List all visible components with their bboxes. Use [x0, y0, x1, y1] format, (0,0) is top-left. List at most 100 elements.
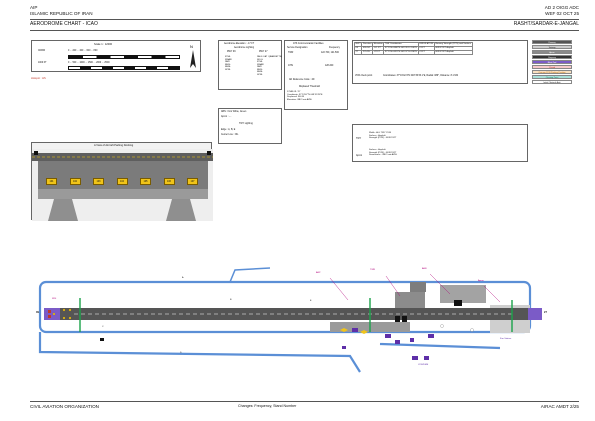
light-item: PAPI — [225, 61, 230, 64]
legend-label: Taxiway — [548, 47, 556, 49]
ats-service: ATIS — [288, 65, 293, 67]
apron-line: Surface : Asphalt — [369, 149, 386, 151]
rwy09-label: 09 — [36, 311, 39, 314]
table-cell: 37°19'44.891"N 049°37'16.336"E — [383, 50, 419, 56]
table-cell: +9 FT — [417, 50, 435, 56]
legend-item: Initial Obstacle Anti — [532, 80, 572, 85]
scale-top: 0 ... 200 ... 400 ... 600 ... 800 — [68, 50, 98, 52]
threshold-line: DTHR 09 / 27 — [287, 91, 301, 93]
footer-amendment: AIRAC AMDT 2/25 — [540, 404, 579, 409]
ats-col1: Service Designation — [287, 47, 308, 49]
threshold-line: Displaced: 300 M — [287, 96, 304, 99]
apron-info: Surface : Asphalt Strength (PCN) : 60/F/… — [369, 149, 397, 157]
apron-text: Apron : - - — [221, 116, 232, 118]
scale-metres-label: CDRW — [38, 50, 46, 52]
legend-label: Blast Pad — [547, 62, 557, 64]
twy-line: Width : ALL TWY 23 M — [369, 132, 391, 134]
ref-code: AD Reference Code : 4D — [289, 79, 315, 81]
callout-vor: VOR/DME — [418, 364, 429, 366]
stand-marker: 106 — [163, 178, 175, 185]
chart-title: AERODROME CHART - ICAO — [30, 21, 98, 27]
apron-view-drawing — [32, 149, 213, 221]
stand-marker: 101 — [46, 178, 57, 185]
north-arrow-icon: N — [190, 44, 196, 68]
effective-date: WEF 02 OCT 25 — [545, 11, 579, 16]
twy-label-d: D — [180, 352, 182, 354]
twy-label-c: C — [102, 326, 104, 328]
light-item: REDL — [225, 63, 231, 66]
apron-line: Dimensions : INFO not AVBL — [369, 154, 398, 157]
table-row: 27 270.95° -22 FT 37°19'44.891"N 049°37'… — [353, 50, 473, 56]
callout-fire-station: Fire Station — [500, 338, 512, 340]
light-item: SPNL — [257, 73, 263, 76]
callout-twr: TWR — [370, 269, 375, 271]
stand-marker: 107 — [187, 178, 198, 185]
stand-marker: 103 — [93, 178, 104, 185]
table-cell: 60/F/C/X/T Asphalt — [433, 50, 473, 56]
light-item: WBAR — [225, 58, 232, 61]
legend-item: Overrun PCN Parking Position — [532, 70, 572, 75]
light-item: PALS CAT I (BARRETTE) — [257, 56, 283, 58]
footer-org: CIVIL AVIATION ORGANIZATION — [30, 404, 99, 409]
doc-code: AD 2 OIGG ADC — [544, 5, 579, 10]
lights-09: RTHL WBAR PAPI REDL RENL SPNL — [225, 56, 232, 71]
edge-lighting: Edge : A, B, E — [221, 129, 236, 131]
header-rule — [30, 19, 579, 20]
legend-item: Apron — [532, 50, 572, 55]
threshold-line: Elevation: INFO not AVBL — [287, 98, 313, 101]
ats-service: TWR — [288, 52, 294, 54]
footer-rule — [30, 401, 579, 402]
centre-lighting: Center Line : NIL — [221, 134, 239, 136]
twy-line: Surface : Asphalt — [369, 134, 386, 137]
scale-feet-label: 1000 FT — [38, 62, 47, 64]
table-cell: 270.95° — [361, 50, 374, 56]
ats-freq: 128.200 — [325, 65, 334, 67]
threshold-info: DTHR 09 / 27 Coordinate: 37°19'47"N 049°… — [287, 91, 323, 101]
twy-lighting-title: TWY Lighting — [239, 123, 253, 125]
rwy27-col: RWY 27 — [259, 51, 268, 53]
light-item: RTHL — [225, 56, 231, 58]
legend-item: Closed — [532, 65, 572, 70]
light-item: RENL — [225, 66, 231, 69]
stand-marker: 105 — [140, 178, 151, 185]
light-item: PAPI — [257, 66, 262, 69]
legend-label: Stopway — [548, 57, 556, 59]
abn-box: ABN : FLG White, Green Apron : - - TWY L… — [218, 108, 282, 144]
ats-box: ATS Communication Facilities Service Des… — [284, 40, 348, 110]
aerodrome-map: 09 27 A B C D E ARP TWR ABN Apron VOR/DM… — [30, 260, 576, 390]
callout-arp: ARP — [316, 272, 321, 274]
legend-label: Initial Obstacle Anti — [543, 82, 561, 84]
legend-label: Clearing Point — [545, 77, 559, 79]
apron-view-panel: A View of Aircraft Parking Docking 101 10… — [31, 142, 213, 221]
runway-table: RWY Direction Elevation THR Coordinates … — [352, 40, 528, 84]
light-item: RENL — [257, 71, 263, 74]
state-name: ISLAMIC REPUBLIC OF IRAN — [30, 11, 93, 16]
twy-label-a: A — [182, 277, 184, 279]
light-item: SPNL — [225, 68, 231, 71]
scale-label: Scale 1 : 12000 — [94, 43, 113, 46]
apron-view-title: A View of Aircraft Parking Docking — [94, 144, 134, 147]
legend-item: Stopway — [532, 55, 572, 60]
light-item: WBAR — [257, 63, 264, 66]
lighting-title: Aerodrome Lighting — [234, 47, 255, 49]
footer-changes: Changes: Frequency, Stand Number — [238, 404, 297, 408]
map-drawing — [38, 267, 542, 373]
table-cell: -22 FT — [372, 50, 385, 56]
ats-title: ATS Communication Facilities — [293, 43, 324, 45]
scale-box: Scale 1 : 12000 CDRW 0 ... 200 ... 400 .… — [31, 40, 201, 72]
stand-marker: 102 — [69, 178, 81, 185]
lights-27: PALS CAT I (BARRETTE) SFLG RTHL WBAR PAP… — [257, 56, 282, 76]
lighting-box: Aerodrome Elevation : -17 FT Aerodrome L… — [218, 40, 282, 90]
threshold-title: Displaced Threshold — [299, 86, 320, 88]
legend-item: Taxiway — [532, 45, 572, 50]
table-cell: 27 — [353, 50, 363, 56]
scale-bar-ft — [68, 66, 180, 70]
callout-wdi: WDI — [52, 298, 57, 300]
rwy27-label: 27 — [544, 311, 547, 314]
header-rule-2 — [30, 30, 579, 31]
ats-col2: Frequency — [329, 47, 340, 49]
elevation-label: Aerodrome Elevation : -17 FT — [224, 43, 255, 45]
threshold-line: Coordinate: 37°19'47"N 049°35'28"E — [287, 93, 323, 96]
twy-label: TWY — [356, 138, 362, 140]
